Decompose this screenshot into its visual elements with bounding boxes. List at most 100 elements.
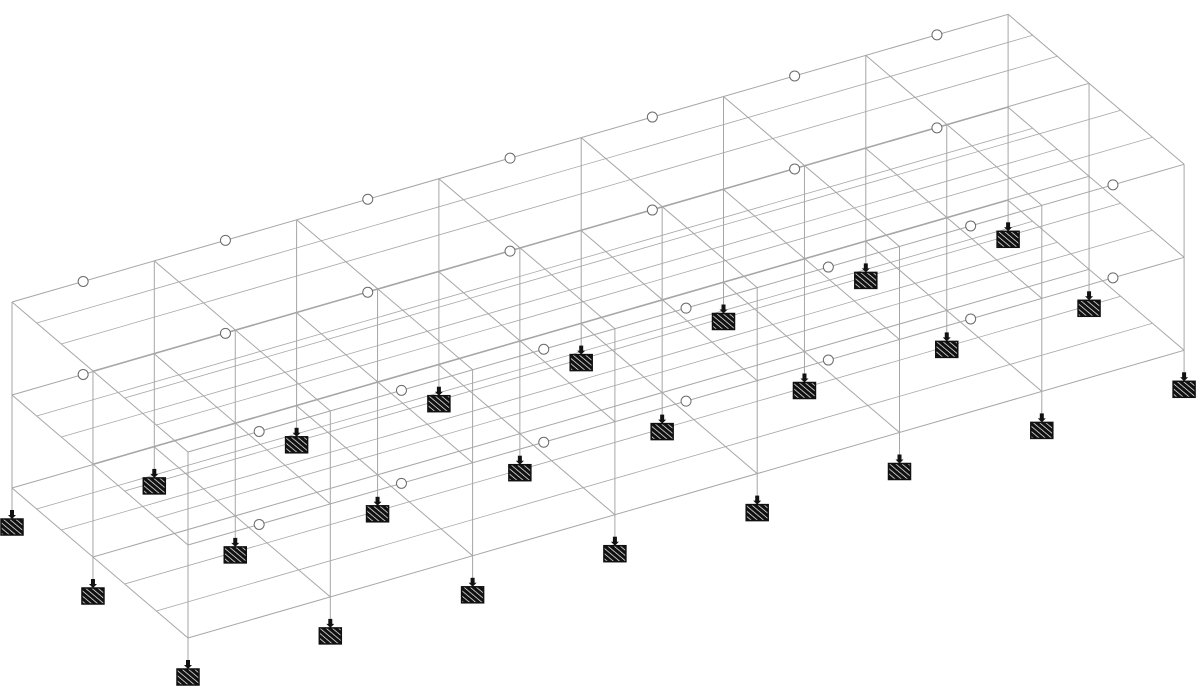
support-arrow xyxy=(184,665,192,669)
hinge-icon xyxy=(219,327,231,339)
hinge-icon xyxy=(965,220,977,232)
hinge-icon xyxy=(395,384,407,396)
support-arrow xyxy=(610,541,619,546)
hinge-icon xyxy=(789,70,801,82)
support-arrow xyxy=(861,268,870,273)
support-stem xyxy=(1087,291,1092,298)
longitudinal-beam xyxy=(11,199,1009,489)
fixed-support-icon xyxy=(603,536,627,563)
secondary-beam xyxy=(36,34,1033,324)
support-arrow xyxy=(577,350,586,355)
support-base xyxy=(142,477,167,495)
support-arrow xyxy=(658,419,667,424)
hinge-icon xyxy=(789,163,801,175)
transverse-beam xyxy=(580,137,758,288)
hinge-icon xyxy=(504,245,516,257)
support-arrow xyxy=(942,337,951,342)
hinges-layer xyxy=(77,29,1119,530)
fixed-support-icon xyxy=(711,304,736,331)
secondary-beam xyxy=(124,109,1121,399)
transverse-beam xyxy=(865,55,1043,206)
secondary-beam xyxy=(61,148,1058,438)
support-arrow xyxy=(515,460,524,465)
secondary-beam xyxy=(36,127,1033,417)
transverse-beam xyxy=(296,219,473,371)
support-arrow xyxy=(326,623,335,628)
support-arrow xyxy=(1180,377,1189,382)
transverse-beam xyxy=(438,178,616,330)
support-arrow xyxy=(1085,296,1094,301)
secondary-beam xyxy=(61,55,1058,345)
fixed-support-icon xyxy=(1030,413,1054,440)
support-base xyxy=(711,312,736,331)
support-base xyxy=(223,546,248,564)
support-arrow xyxy=(1037,418,1046,423)
fixed-support-icon xyxy=(81,579,105,605)
transverse-beam xyxy=(11,487,189,639)
support-stem xyxy=(233,537,238,544)
fixed-support-icon xyxy=(427,386,451,413)
support-stem xyxy=(1039,413,1044,420)
longitudinal-beam xyxy=(92,175,1090,465)
transverse-beam xyxy=(1007,106,1185,258)
support-base xyxy=(365,505,390,523)
support-stem xyxy=(186,660,190,666)
transverse-beam xyxy=(153,353,331,505)
support-arrow xyxy=(895,459,904,464)
support-stem xyxy=(802,373,807,380)
hinge-icon xyxy=(1107,272,1119,284)
transverse-beam xyxy=(723,189,900,340)
support-stem xyxy=(10,510,14,516)
fixed-support-icon xyxy=(176,660,200,686)
longitudinal-beam xyxy=(92,268,1090,558)
hinge-icon xyxy=(538,436,550,448)
fixed-support-icon xyxy=(508,455,532,482)
support-base xyxy=(81,587,105,605)
transverse-beam xyxy=(153,260,331,412)
fixed-support-icon xyxy=(887,454,912,481)
transverse-beam xyxy=(11,301,189,453)
support-stem xyxy=(660,414,665,421)
support-arrow xyxy=(1004,227,1013,232)
support-base xyxy=(427,394,451,413)
fixed-support-icon xyxy=(1172,372,1196,399)
support-base xyxy=(854,271,878,290)
support-base xyxy=(650,422,674,441)
longitudinal-beam xyxy=(187,349,1185,639)
fixed-support-icon xyxy=(284,427,309,454)
support-stem xyxy=(436,386,441,393)
support-base xyxy=(1030,421,1054,440)
hinge-icon xyxy=(362,286,374,298)
supports-layer xyxy=(0,222,1196,686)
support-stem xyxy=(517,455,522,462)
transverse-beam xyxy=(153,446,331,598)
support-stem xyxy=(294,427,299,434)
hinge-icon xyxy=(822,354,834,366)
transverse-beam xyxy=(11,394,189,546)
secondary-beam xyxy=(156,322,1153,612)
support-base xyxy=(284,436,309,454)
support-stem xyxy=(470,577,475,584)
support-stem xyxy=(721,304,726,311)
fixed-support-icon xyxy=(1077,291,1101,318)
longitudinal-beam xyxy=(92,82,1090,372)
support-base xyxy=(1172,380,1196,399)
hinge-icon xyxy=(538,343,550,355)
support-arrow xyxy=(800,378,809,383)
fixed-support-icon xyxy=(0,510,24,536)
support-stem xyxy=(944,332,949,339)
transverse-beam xyxy=(723,282,900,433)
hinge-icon xyxy=(931,122,943,134)
transverse-beam xyxy=(580,230,758,381)
transverse-beam xyxy=(1007,13,1185,165)
support-stem xyxy=(897,454,902,461)
fixed-support-icon xyxy=(365,496,390,523)
fixed-support-icon xyxy=(569,345,593,372)
hinge-icon xyxy=(965,313,977,325)
support-stem xyxy=(863,263,868,270)
fixed-support-icon xyxy=(996,222,1020,249)
support-stem xyxy=(579,345,584,352)
transverse-beam xyxy=(865,241,1043,392)
support-base xyxy=(508,463,532,482)
hinge-icon xyxy=(253,518,265,530)
